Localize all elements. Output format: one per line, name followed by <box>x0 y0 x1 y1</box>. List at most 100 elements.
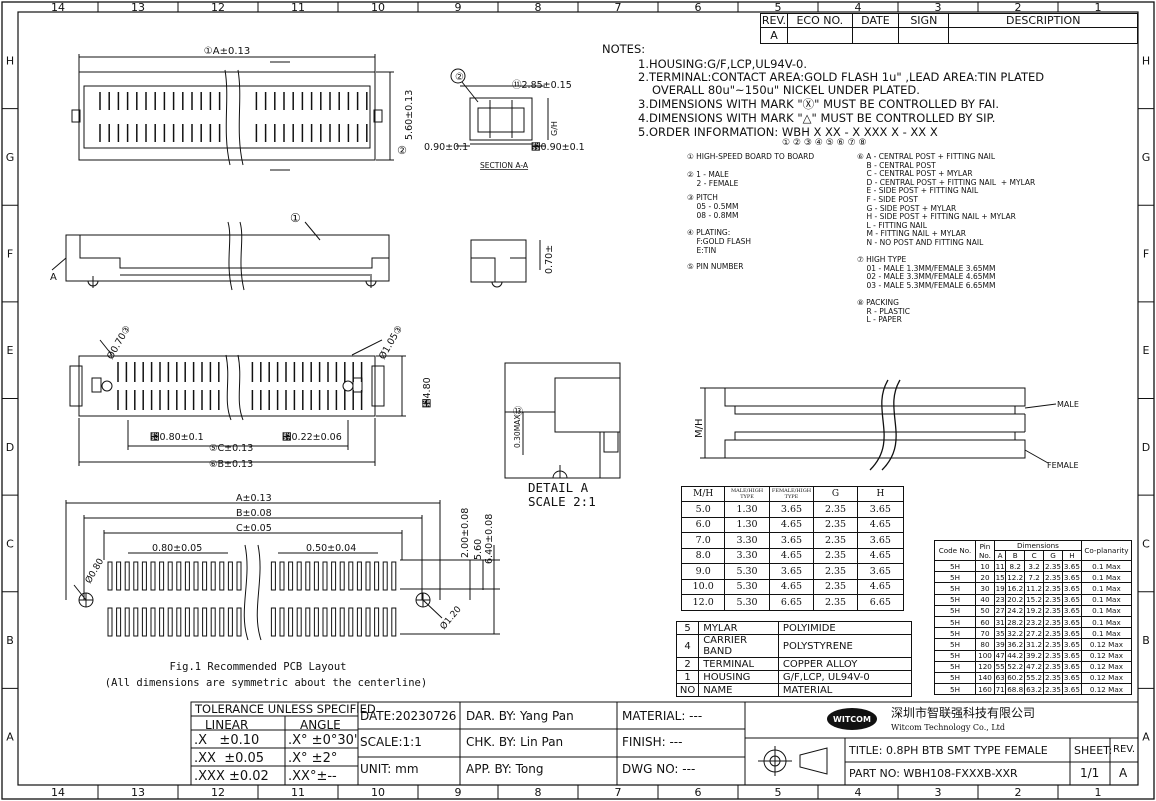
rev-cell <box>898 27 950 44</box>
dim-090-left: 0.90±0.1 <box>424 142 468 153</box>
grid-row-left: D <box>6 441 14 454</box>
material-cell: COPPER ALLOY <box>777 657 913 671</box>
grid-col-bottom: 13 <box>131 786 145 799</box>
tol-angle-row: .XX°±-- <box>288 769 337 784</box>
grid-col-top: 1 <box>1095 1 1102 14</box>
dim-cell: 12.2 <box>1005 571 1026 584</box>
dim-pin-head: Pin No. <box>975 540 995 561</box>
grid-col-top: 9 <box>455 1 462 14</box>
dim-cell: 5H <box>934 571 976 584</box>
dim-cell: 160 <box>975 683 995 696</box>
dim-cell: 0.12 Max <box>1080 649 1133 662</box>
grid-row-right: G <box>1142 151 1151 164</box>
pcb-layout <box>65 500 500 641</box>
dim-cell: 0.1 Max <box>1080 559 1133 573</box>
order-left-line: ③ PITCH <box>687 193 718 202</box>
dim-cell: 39 <box>993 638 1007 651</box>
title-block-lines <box>190 701 1139 786</box>
dim-cell: 5H <box>934 559 976 573</box>
dim-cell: 39.2 <box>1024 649 1045 662</box>
dim-cell: 2.35 <box>1043 649 1063 662</box>
grid-row-left: C <box>6 537 14 550</box>
order-right-line: D - CENTRAL POST + FITTING NAIL + MYLAR <box>857 177 1036 187</box>
order-left-line: ⑤ PIN NUMBER <box>687 262 744 271</box>
pcb-dim-a: A±0.13 <box>236 493 272 504</box>
mh-cell: 6.0 <box>680 516 726 533</box>
mh-header: G <box>813 486 858 502</box>
grid-col-top: 5 <box>775 1 782 14</box>
material-cell: POLYIMIDE <box>777 621 913 635</box>
dim-cell: 35 <box>993 627 1007 640</box>
material-cell: POLYSTYRENE <box>777 634 913 658</box>
order-left-line: 05 - 0.5MM <box>687 202 739 211</box>
dim-top-a: ①A±0.13 <box>204 46 250 57</box>
grid-col-top: 11 <box>291 1 305 14</box>
dim-cell: 2.35 <box>1043 571 1063 584</box>
dim-cell: 20.2 <box>1005 593 1026 606</box>
material-cell: MYLAR <box>698 621 779 635</box>
grid-row-left: H <box>6 54 14 67</box>
fig-note: (All dimensions are symmetric about the … <box>105 677 427 689</box>
grid-row-left: B <box>6 634 14 647</box>
dim-cell: 0.12 Max <box>1080 683 1133 696</box>
rev-value: A <box>1119 766 1128 780</box>
mh-header: MALE/HIGH TYPE <box>724 486 770 502</box>
dim-cop-head: Co-planarity <box>1080 540 1133 561</box>
mh-cell: 1.30 <box>724 516 770 533</box>
mh-cell: 3.65 <box>768 501 815 518</box>
dim-cell: 2.35 <box>1043 582 1063 595</box>
dim-cell: 3.65 <box>1061 683 1082 696</box>
grid-col-top: 7 <box>615 1 622 14</box>
bottom-view <box>69 339 406 466</box>
pcb-dim-200: 2.00±0.08 <box>460 508 471 558</box>
dim-cell: 0.1 Max <box>1080 582 1133 595</box>
mated-view <box>700 379 1057 471</box>
dim-cell: 5H <box>934 582 976 595</box>
grid-row-left: A <box>6 731 14 744</box>
rev-header: REV. <box>760 13 788 28</box>
pcb-dim-b: B±0.08 <box>236 508 272 519</box>
grid-row-left: F <box>7 248 13 261</box>
finish-field: FINISH: --- <box>622 735 683 749</box>
dim-cell: 20 <box>975 571 995 584</box>
mh-cell: 2.35 <box>813 516 858 533</box>
rev-cell <box>851 27 900 44</box>
order-right-line: N - NO POST AND FITTING NAIL <box>857 238 984 247</box>
mh-header: M/H <box>680 486 726 502</box>
dim-cell: 100 <box>975 649 995 662</box>
order-right-line: 02 - MALE 3.3MM/FEMALE 4.65MM <box>857 272 996 282</box>
grid-row-right: D <box>1142 441 1150 454</box>
mh-cell: 3.65 <box>768 532 815 549</box>
mated-female: FEMALE <box>1047 461 1079 470</box>
dim-cell: 28.2 <box>1005 615 1026 629</box>
section-a-a <box>450 68 549 147</box>
grid-row-left: G <box>6 151 15 164</box>
tol-linear-row: .XX ±0.05 <box>194 751 265 766</box>
dim-cell: 3.65 <box>1061 593 1082 606</box>
mh-cell: 2.35 <box>813 547 858 564</box>
dim-cell: 15.2 <box>1024 593 1045 606</box>
dim-cell: 3.65 <box>1061 627 1082 640</box>
date-field: DATE:20230726 <box>360 709 457 723</box>
mh-cell: 5.30 <box>724 563 770 580</box>
rev-header: DESCRIPTION <box>948 13 1138 28</box>
dim-cell: 3.65 <box>1061 571 1082 584</box>
mh-cell: 1.30 <box>724 501 770 518</box>
tol-angle-head: ANGLE <box>300 718 341 732</box>
dim-subheader: B <box>1005 550 1026 561</box>
dim-cell: 27 <box>993 604 1007 617</box>
dim-cell: 3.65 <box>1061 615 1082 629</box>
order-right-line: B - CENTRAL POST <box>857 160 936 170</box>
grid-col-bottom: 14 <box>51 786 65 799</box>
grid-col-top: 2 <box>1015 1 1022 14</box>
mh-cell: 3.65 <box>856 563 905 580</box>
note-line: 5.ORDER INFORMATION: WBH X XX - X XXX X … <box>638 125 938 139</box>
dim-cell: 63 <box>993 671 1007 685</box>
grid-col-bottom: 1 <box>1095 786 1102 799</box>
dim-cell: 80 <box>975 638 995 651</box>
dim-group-head: Dimensions <box>994 540 1082 551</box>
dim-cell: 2.35 <box>1043 683 1063 696</box>
material-cell: TERMINAL <box>698 657 779 671</box>
rev-cell <box>948 27 1138 44</box>
